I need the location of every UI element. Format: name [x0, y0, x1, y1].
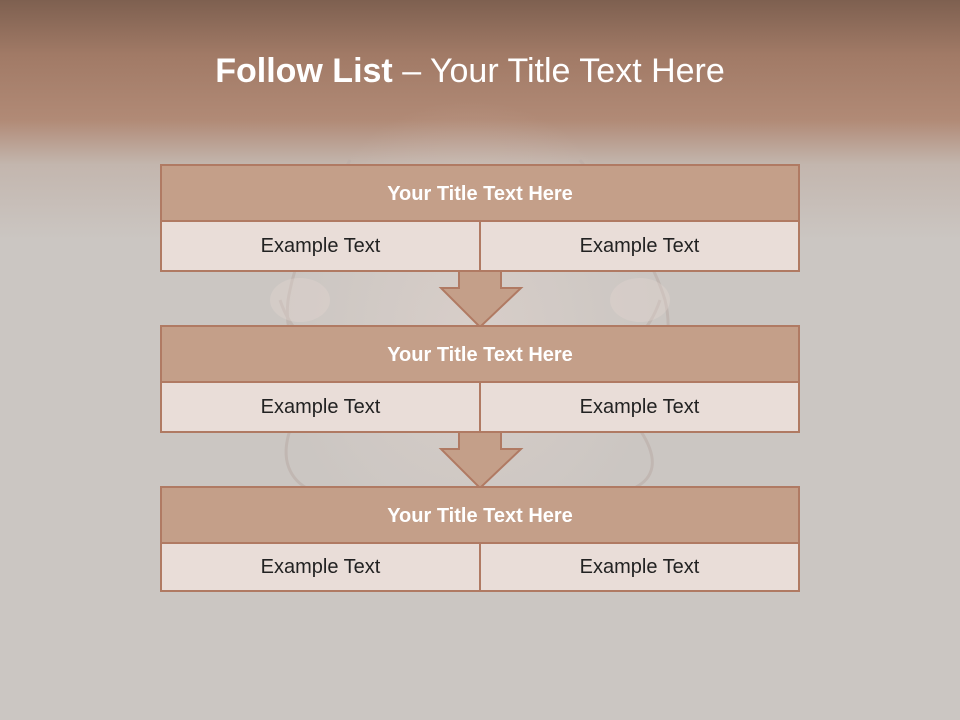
block-row: Example Text Example Text: [162, 383, 798, 431]
list-block-3: Your Title Text Here Example Text Exampl…: [160, 486, 800, 592]
block-cell-left: Example Text: [162, 222, 479, 270]
slide-title-bold: Follow List: [215, 52, 393, 90]
block-cell-right: Example Text: [479, 222, 798, 270]
slide-title-rest: – Your Title Text Here: [392, 52, 725, 90]
block-cell-right: Example Text: [479, 383, 798, 431]
block-title: Your Title Text Here: [162, 166, 798, 222]
block-cell-left: Example Text: [162, 544, 479, 590]
down-arrow-icon: [438, 431, 524, 490]
block-title: Your Title Text Here: [162, 488, 798, 544]
block-title: Your Title Text Here: [162, 327, 798, 383]
list-block-1: Your Title Text Here Example Text Exampl…: [160, 164, 800, 272]
slide-title: Follow List – Your Title Text Here: [0, 52, 940, 91]
block-cell-right: Example Text: [479, 544, 798, 590]
down-arrow-icon: [438, 270, 524, 329]
block-row: Example Text Example Text: [162, 544, 798, 590]
block-cell-left: Example Text: [162, 383, 479, 431]
list-block-2: Your Title Text Here Example Text Exampl…: [160, 325, 800, 433]
block-row: Example Text Example Text: [162, 222, 798, 270]
